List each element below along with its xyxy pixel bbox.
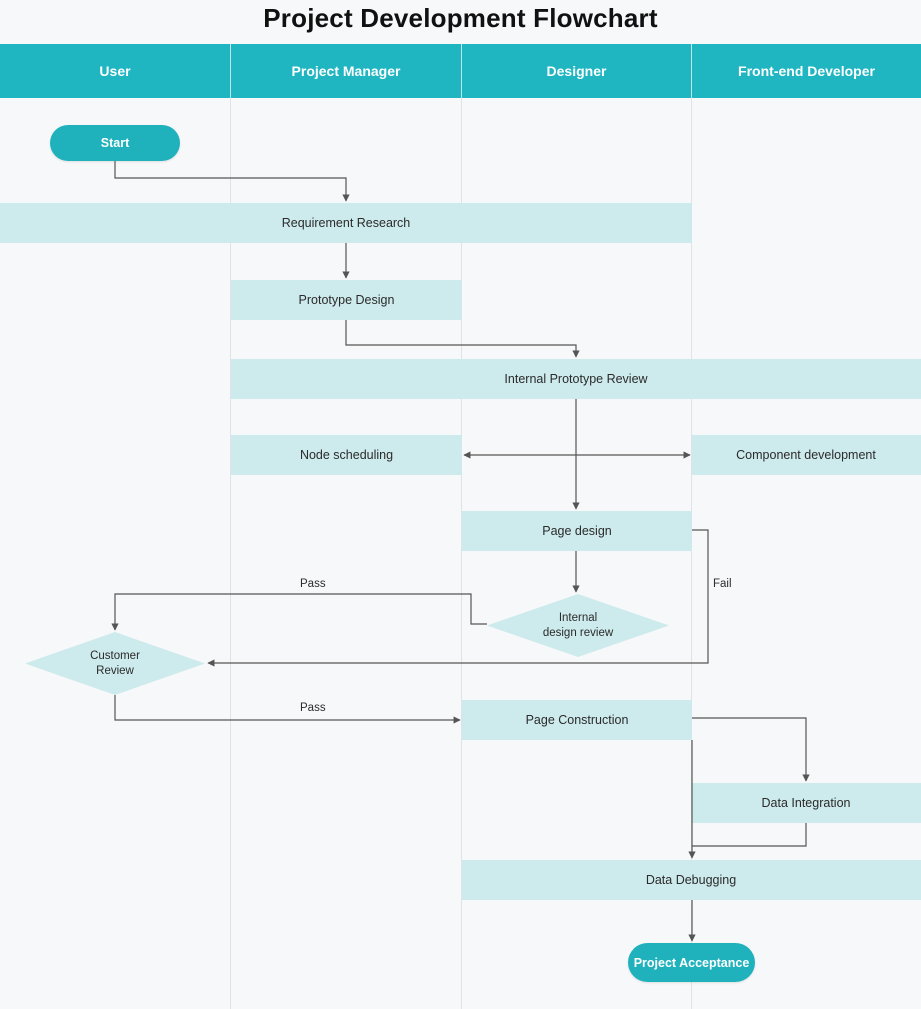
node-prototype-design[interactable]: Prototype Design — [231, 280, 462, 320]
node-node-scheduling[interactable]: Node scheduling — [231, 435, 462, 475]
page-title: Project Development Flowchart — [263, 3, 658, 33]
label-line-2: Review — [96, 664, 134, 677]
node-node-scheduling-label: Node scheduling — [299, 448, 394, 462]
edge-label-fail: Fail — [713, 578, 732, 590]
node-start-label: Start — [100, 136, 130, 150]
node-requirement-research-label: Requirement Research — [281, 216, 411, 230]
node-customer-review-label: Customer Review — [25, 632, 205, 695]
edge-label-pass-lower: Pass — [300, 702, 326, 714]
label-line-2: design review — [542, 626, 614, 639]
node-internal-design-review-label: Internal design review — [487, 594, 669, 657]
node-internal-design-review[interactable]: Internal design review — [487, 594, 669, 657]
node-data-debugging-label: Data Debugging — [645, 873, 737, 887]
node-start[interactable]: Start — [50, 125, 180, 161]
node-prototype-design-label: Prototype Design — [298, 293, 395, 307]
lane-header-designer[interactable]: Designer — [462, 44, 692, 98]
node-component-development[interactable]: Component development — [692, 435, 921, 475]
node-page-construction-label: Page Construction — [525, 713, 629, 727]
node-requirement-research[interactable]: Requirement Research — [0, 203, 692, 243]
title-bar: Project Development Flowchart — [0, 0, 921, 44]
label-line-1: Customer — [90, 650, 140, 663]
node-page-construction[interactable]: Page Construction — [462, 700, 692, 740]
node-page-design-label: Page design — [542, 524, 612, 538]
lane-header-user[interactable]: User — [0, 44, 231, 98]
node-page-design[interactable]: Page design — [462, 511, 692, 551]
node-component-development-label: Component development — [736, 448, 876, 462]
node-customer-review[interactable]: Customer Review — [25, 632, 205, 695]
node-data-integration-label: Data Integration — [761, 796, 851, 810]
swimlane-header-row: User Project Manager Designer Front-end … — [0, 44, 921, 98]
node-internal-prototype-review[interactable]: Internal Prototype Review — [231, 359, 921, 399]
lane-header-project-manager[interactable]: Project Manager — [231, 44, 462, 98]
node-data-integration[interactable]: Data Integration — [692, 783, 921, 823]
node-data-debugging[interactable]: Data Debugging — [462, 860, 921, 900]
edge-label-pass-upper: Pass — [300, 578, 326, 590]
node-project-acceptance[interactable]: Project Acceptance — [628, 943, 755, 982]
diamond-shape — [25, 632, 205, 695]
node-internal-prototype-review-label: Internal Prototype Review — [504, 372, 648, 386]
node-project-acceptance-label: Project Acceptance — [633, 955, 750, 970]
label-line-1: Internal — [558, 612, 598, 625]
lane-header-front-end-developer[interactable]: Front-end Developer — [692, 44, 921, 98]
